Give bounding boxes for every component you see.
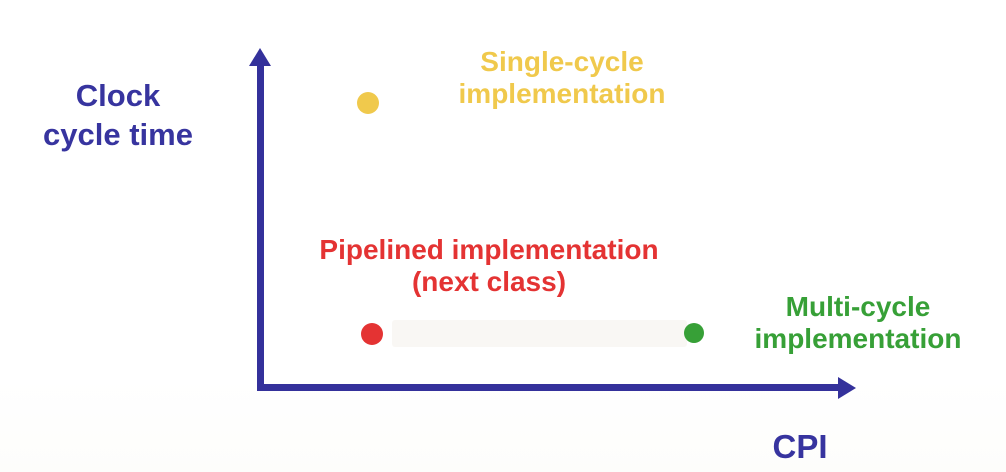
label-pipelined: Pipelined implementation (next class): [319, 234, 659, 298]
data-point-single-cycle: [356, 92, 379, 115]
data-point-multi-cycle: [684, 322, 705, 343]
y-axis-arrowhead-icon: [249, 48, 271, 66]
label-multi-cycle: Multi-cycle implementation: [754, 291, 962, 355]
x-axis-label: CPI: [772, 428, 828, 465]
x-axis-line: [257, 384, 838, 391]
y-axis-line: [257, 62, 264, 388]
x-axis-arrowhead-icon: [838, 377, 856, 399]
y-axis-label: Clock cycle time: [43, 78, 193, 153]
data-point-pipelined: [360, 322, 383, 345]
label-single-cycle: Single-cycle implementation: [458, 46, 666, 110]
faint-highlight-band: [392, 320, 687, 347]
